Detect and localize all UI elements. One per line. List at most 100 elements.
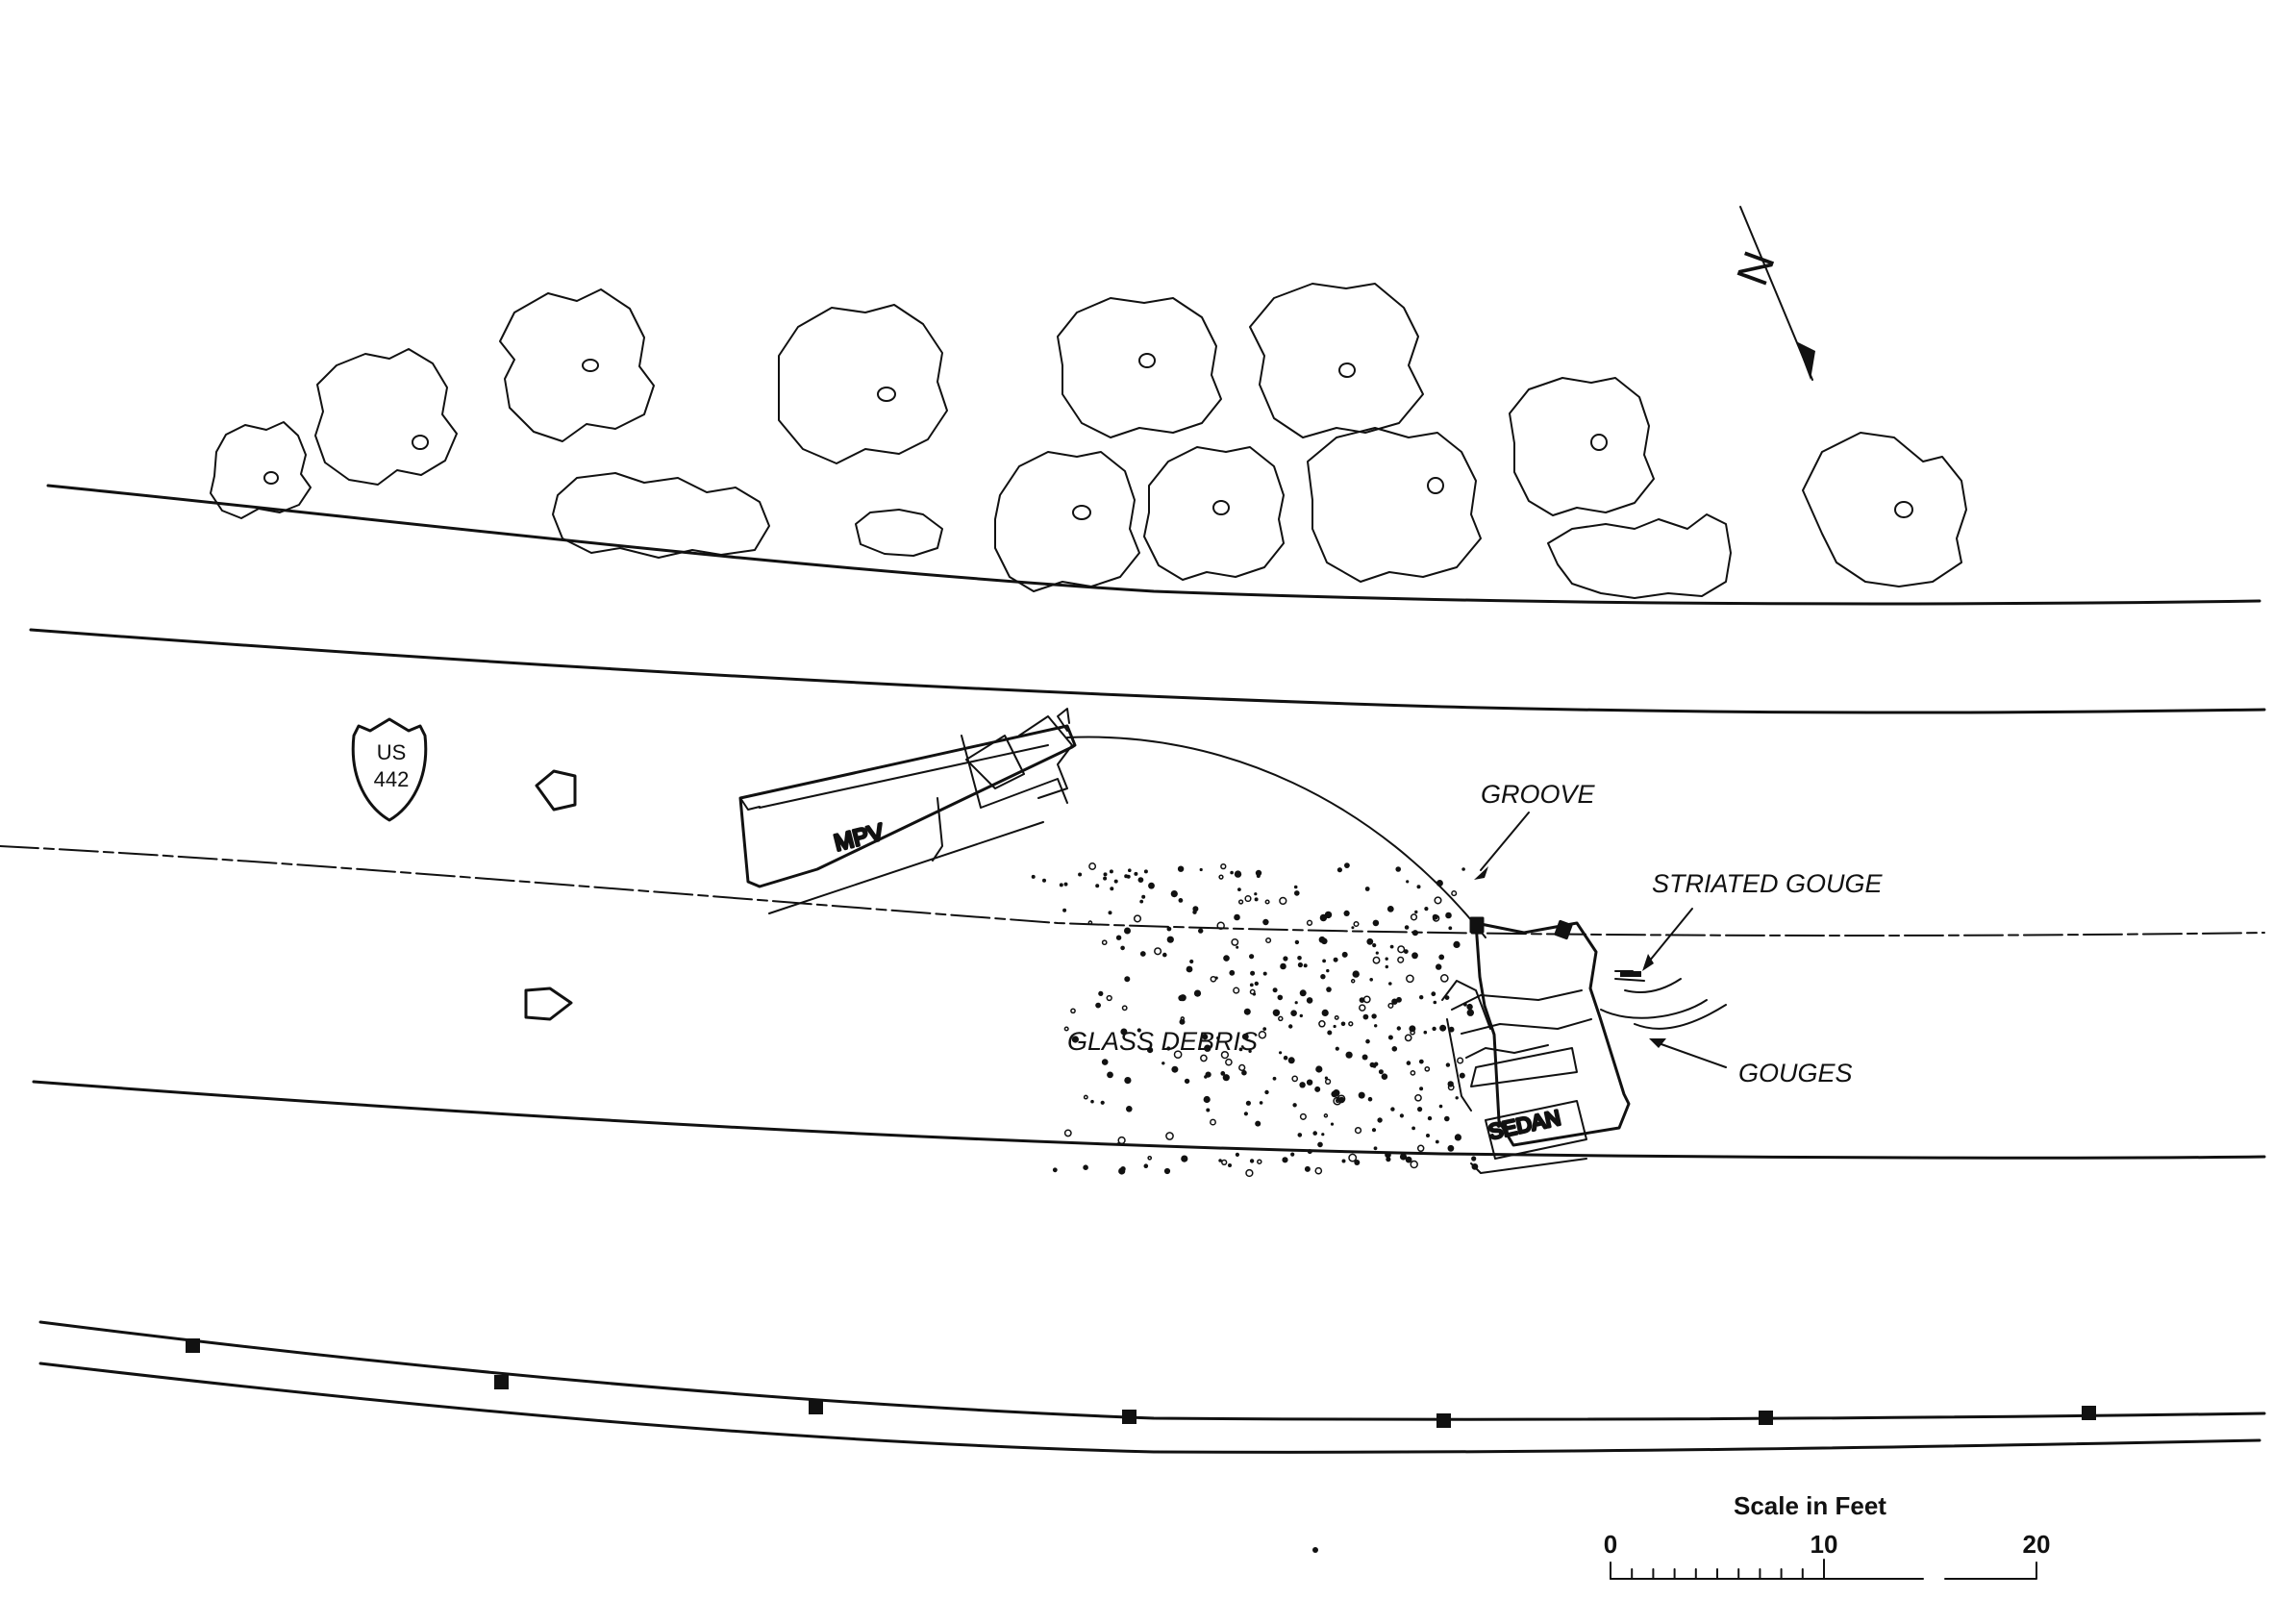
lane-center-line (0, 845, 2265, 937)
debris-dot (1436, 880, 1443, 887)
debris-dot (1403, 949, 1409, 954)
debris-dot (1306, 997, 1313, 1004)
debris-dot (1324, 1078, 1332, 1086)
debris-dot (1372, 919, 1380, 927)
debris-dot (1303, 963, 1308, 968)
debris-dot (1322, 959, 1326, 963)
debris-dot (1189, 959, 1194, 964)
debris-dot (1229, 969, 1236, 976)
debris-dot (1427, 1115, 1433, 1121)
debris-dot (1385, 957, 1388, 961)
stray-dot (1312, 1547, 1318, 1553)
debris-dot (1399, 1113, 1404, 1118)
debris-dot (1404, 1034, 1412, 1042)
debris-dot (1199, 867, 1203, 872)
debris-dot (1366, 937, 1374, 945)
debris-dot (1299, 1013, 1304, 1018)
debris-dot (1236, 945, 1239, 949)
debris-dot (1204, 1044, 1211, 1052)
debris-dot (1083, 1164, 1088, 1170)
debris-dot (1333, 957, 1338, 962)
debris-dot (1418, 1059, 1424, 1064)
debris-dot (1426, 1134, 1430, 1137)
debris-dot (1391, 998, 1398, 1005)
debris-dot (1258, 1030, 1267, 1039)
debris-dot (1359, 1004, 1366, 1012)
debris-dot (1181, 1155, 1188, 1162)
debris-dot (1087, 920, 1093, 925)
debris-dot (1192, 906, 1199, 912)
debris-dot (1220, 862, 1227, 870)
debris-dot (1198, 928, 1204, 934)
debris-dot (1409, 1026, 1414, 1032)
tree-centers (263, 353, 1913, 520)
debris-dot (1098, 990, 1104, 996)
debris-dot (1297, 962, 1303, 968)
debris-dot (1327, 1030, 1333, 1036)
debris-dot (1416, 885, 1421, 889)
fence-post (809, 1400, 823, 1414)
debris-dot (1312, 1131, 1317, 1136)
debris-dot (1170, 890, 1178, 898)
debris-dot (1414, 910, 1418, 914)
debris-dot (1171, 1065, 1179, 1073)
debris-dot (1375, 951, 1379, 955)
debris-dot (1245, 1168, 1254, 1178)
tree-2 (314, 348, 458, 486)
debris-dot (1103, 876, 1108, 881)
debris-dot (1124, 874, 1129, 879)
debris-dot (1147, 1047, 1154, 1054)
debris-dot (1343, 910, 1350, 917)
debris-dot (1231, 937, 1239, 946)
debris-dot (1222, 1074, 1230, 1082)
debris-dot (1439, 974, 1449, 983)
debris-dot (1297, 956, 1302, 961)
debris-dot (1220, 1071, 1226, 1076)
debris-dot (1471, 1156, 1477, 1162)
debris-dot (1348, 1021, 1354, 1027)
debris-dot (1136, 1028, 1141, 1033)
debris-dot (1294, 890, 1300, 896)
debris-dot (1233, 987, 1240, 994)
route-shield-line1: US (377, 740, 407, 764)
debris-dot (1447, 1084, 1455, 1091)
debris-dot (1279, 1051, 1283, 1055)
debris-dot (1265, 937, 1272, 944)
debris-dot (1241, 1033, 1249, 1040)
debris-dot (1457, 1057, 1464, 1064)
debris-dot (1078, 872, 1083, 877)
route-shield-line2: 442 (374, 767, 410, 791)
debris-dot (1304, 1165, 1311, 1172)
debris-dot (1362, 1013, 1369, 1020)
debris-dot (1463, 1002, 1467, 1007)
debris-dot (1333, 1096, 1342, 1106)
debris-dot (1445, 912, 1452, 919)
debris-dot (1126, 1106, 1133, 1112)
debris-dot (1340, 1021, 1346, 1027)
tree-8 (1057, 297, 1222, 438)
debris-dot (1180, 1016, 1186, 1021)
debris-dot (1419, 995, 1424, 1000)
debris-dot (1244, 895, 1252, 903)
debris-dot (1453, 940, 1461, 949)
debris-dot (1137, 877, 1144, 883)
debris-dot (1118, 1167, 1126, 1175)
fence-posts (186, 1338, 2096, 1428)
tree-7 (994, 451, 1140, 592)
debris-dot (1279, 896, 1287, 906)
tree-cluster (210, 283, 1967, 599)
debris-dot (1272, 1076, 1277, 1081)
debris-dot (1448, 926, 1453, 931)
debris-dot (1436, 963, 1442, 970)
debris-dot (1121, 1005, 1128, 1012)
gouge-marks (1600, 970, 1727, 1030)
debris-dot (1237, 887, 1241, 891)
glass-debris-label: GLASS DEBRIS (1067, 1027, 1258, 1056)
debris-dot (1161, 1062, 1165, 1065)
debris-dot (1387, 1035, 1393, 1040)
debris-dot (1466, 1009, 1475, 1016)
gouges-callout: GOUGES (1649, 1038, 1853, 1087)
debris-dot (1330, 1122, 1335, 1126)
fence-post (494, 1375, 509, 1389)
